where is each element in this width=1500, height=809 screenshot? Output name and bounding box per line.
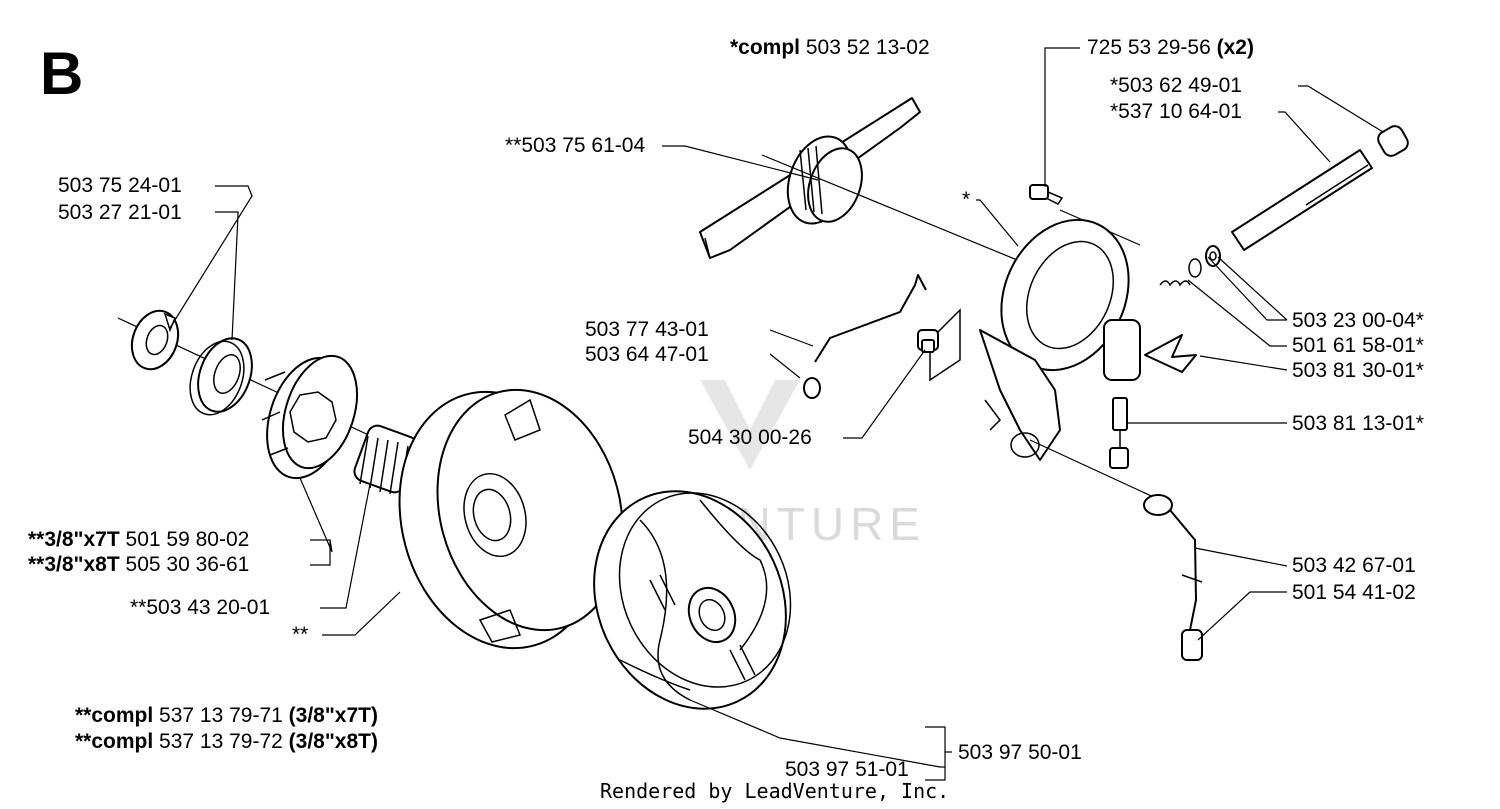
label-ring-a: 503 75 24-01 [58, 174, 182, 197]
label-compl-7t-prefix: **compl [75, 704, 153, 727]
label-screw: 725 53 29-56 (x2) [1087, 36, 1254, 59]
label-pump-star: * [962, 188, 970, 211]
label-hose-a: 503 42 67-01 [1292, 554, 1416, 577]
leader-lines [169, 47, 1384, 781]
pump-spring-washers [1159, 245, 1221, 287]
label-screw-qty: (x2) [1217, 36, 1254, 59]
clutch-shoes [593, 490, 792, 710]
label-compl-7t-suffix: (3/8"x7T) [289, 704, 378, 727]
label-sprocket-8t-num: 505 30 36-61 [120, 553, 250, 576]
section-letter: B [40, 40, 83, 107]
screw-small [1029, 184, 1064, 205]
oil-hose [1029, 439, 1203, 661]
label-bracket: 503 81 30-01* [1292, 359, 1424, 382]
label-adjust-screw: 503 81 13-01* [1292, 412, 1424, 435]
label-shaft: *537 10 64-01 [1110, 100, 1242, 123]
label-compl-8t: **compl 537 13 79-72 (3/8"x8T) [75, 730, 378, 753]
label-clutch-assy: 503 97 50-01 [958, 741, 1082, 764]
label-bearing: **503 43 20-01 [130, 596, 270, 619]
label-sprocket-8t: **3/8"x8T 505 30 36-61 [28, 553, 249, 576]
label-sprocket-7t: **3/8"x7T 501 59 80-02 [28, 528, 249, 551]
label-compl-top: *compl 503 52 13-02 [730, 36, 930, 59]
washer-part [189, 337, 253, 416]
label-clutch-spring: 503 97 51-01 [785, 758, 909, 781]
part-labels: *compl 503 52 13-02 725 53 29-56 (x2) *5… [28, 36, 1424, 781]
label-washers: 503 23 00-04* [1292, 309, 1424, 332]
label-compl-8t-prefix: **compl [75, 730, 153, 753]
watermark-logo [700, 380, 800, 470]
footer-credit: Rendered by LeadVenture, Inc. [600, 779, 949, 803]
label-sprocket-7t-prefix: **3/8"x7T [28, 528, 120, 551]
label-wire-b: 503 64 47-01 [585, 343, 709, 366]
label-ring-b: 503 27 21-01 [58, 201, 182, 224]
label-sprocket-8t-prefix: **3/8"x8T [28, 553, 120, 576]
label-cap: *503 62 49-01 [1110, 74, 1242, 97]
label-compl-8t-suffix: (3/8"x8T) [289, 730, 378, 753]
label-spring: 501 61 58-01* [1292, 334, 1424, 357]
hose-axis-line [1029, 439, 1161, 501]
sprocket-rim [261, 354, 358, 480]
parts-drawings [117, 97, 1409, 710]
oil-pump-body [929, 218, 1141, 461]
label-compl-8t-num: 537 13 79-72 [153, 730, 288, 753]
wire-part [803, 274, 927, 399]
label-compl-7t: **compl 537 13 79-71 (3/8"x7T) [75, 704, 378, 727]
pump-shaft [1231, 125, 1409, 251]
bracket-part [1144, 334, 1197, 373]
plug-part [917, 329, 939, 353]
label-hose-b: 501 54 41-02 [1292, 581, 1416, 604]
label-screw-num: 725 53 29-56 [1087, 36, 1217, 59]
label-compl-7t-num: 537 13 79-71 [153, 704, 288, 727]
label-drum: ** [292, 623, 308, 646]
label-compl-top-num: 503 52 13-02 [800, 36, 930, 59]
label-plug: 504 30 00-26 [688, 426, 812, 449]
clutch-drum [398, 388, 624, 650]
label-bar-plate: **503 75 61-04 [505, 134, 645, 157]
label-sprocket-7t-num: 501 59 80-02 [120, 528, 250, 551]
label-wire-a: 503 77 43-01 [585, 318, 709, 341]
label-compl-top-prefix: *compl [730, 36, 800, 59]
retaining-ring [130, 309, 180, 371]
adjusting-screw [1109, 397, 1129, 469]
